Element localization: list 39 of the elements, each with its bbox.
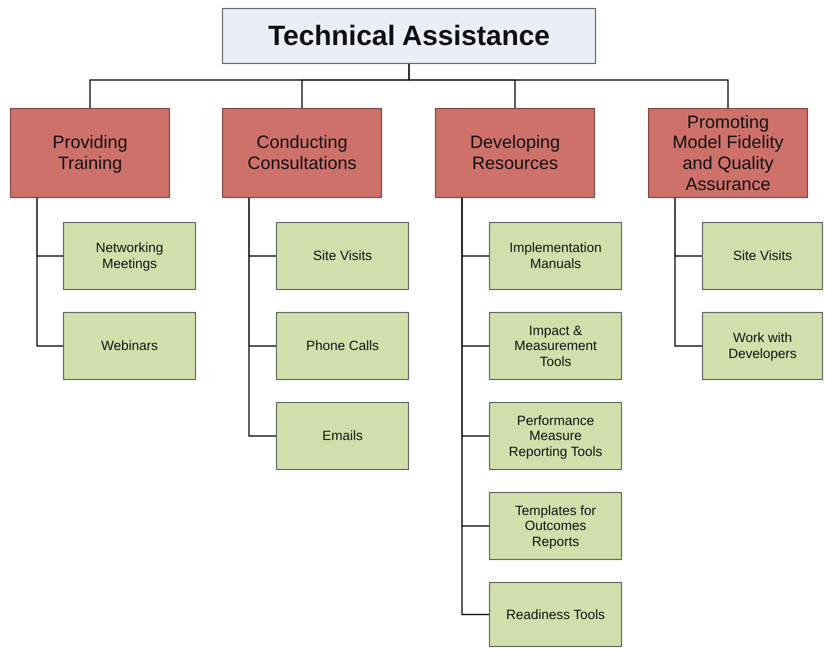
box-label: Site Visits xyxy=(732,248,792,264)
box-label: Templates for Outcomes Reports xyxy=(514,502,598,550)
connector-line xyxy=(36,198,63,347)
activity-box xyxy=(702,312,823,380)
box-label: Emails xyxy=(322,428,363,444)
category-box xyxy=(10,108,170,198)
box-label: Promoting Model Fidelity and Quality Assurance xyxy=(671,112,785,194)
category-box xyxy=(648,108,808,198)
activity-box xyxy=(702,222,823,290)
activity-box xyxy=(276,312,409,380)
box-label: Site Visits xyxy=(312,248,372,264)
activity-box xyxy=(276,222,409,290)
category-box xyxy=(222,108,382,198)
activity-box xyxy=(489,402,622,470)
connector-line xyxy=(248,198,276,437)
activity-box xyxy=(276,402,409,470)
box-label: Readiness Tools xyxy=(506,606,605,622)
activity-box xyxy=(63,312,196,380)
activity-box xyxy=(489,312,622,380)
category-box xyxy=(435,108,595,198)
box-label: Work with Developers xyxy=(727,330,798,362)
activity-box xyxy=(63,222,196,290)
box-label: Conducting Consultations xyxy=(246,132,358,174)
connector-line xyxy=(674,198,702,347)
title-box xyxy=(222,8,596,64)
activity-box xyxy=(489,492,622,560)
box-label: Phone Calls xyxy=(306,338,379,354)
connector-line xyxy=(408,64,729,108)
box-label: Impact & Measurement Tools xyxy=(513,322,598,370)
box-label: Technical Assistance xyxy=(268,20,550,52)
box-label: Providing Training xyxy=(51,132,129,174)
box-label: Webinars xyxy=(101,338,158,354)
box-label: Performance Measure Reporting Tools xyxy=(508,412,604,460)
connector-line xyxy=(461,198,489,616)
box-label: Implementation Manuals xyxy=(508,240,603,272)
box-label: Networking Meetings xyxy=(94,240,164,272)
activity-box xyxy=(489,222,622,290)
box-label: Developing Resources xyxy=(468,132,562,174)
activity-box xyxy=(489,582,622,647)
